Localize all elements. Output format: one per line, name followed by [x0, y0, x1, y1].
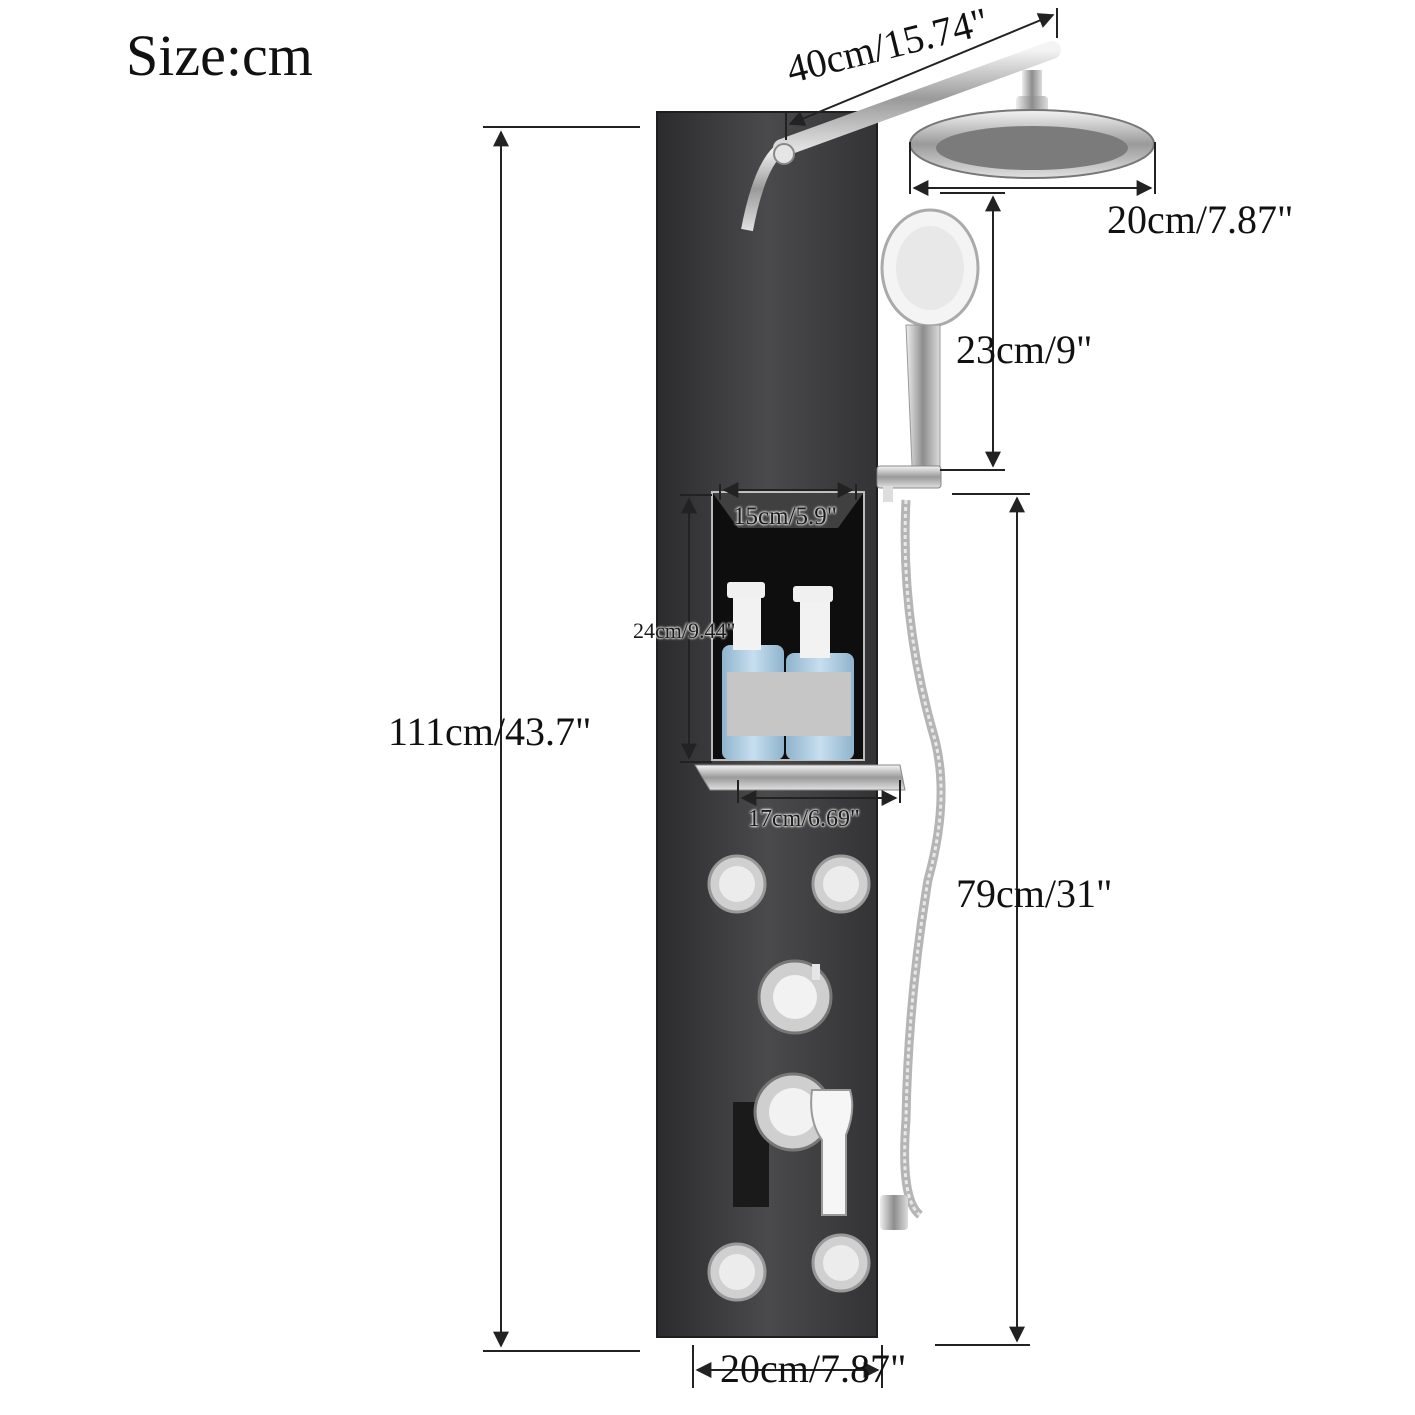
tray-width-label: 17cm/6.69": [748, 806, 860, 832]
handheld-shower-icon: [876, 208, 980, 1230]
shelf-width-label: 15cm/5.9": [733, 503, 837, 530]
lower-height-label: 79cm/31": [956, 871, 1113, 916]
handheld-length-label: 23cm/9": [956, 327, 1093, 372]
shelf-height-label: 24cm/9.44": [633, 618, 736, 643]
overhead-diameter-label: 20cm/7.87": [1107, 197, 1294, 242]
body-jet-icons: [707, 854, 871, 1302]
shelf-tray: [694, 764, 906, 791]
rain-shower-head-icon: [909, 96, 1155, 179]
shampoo-bottle-right-icon: [727, 586, 854, 760]
size-unit-title: Size:cm: [126, 23, 313, 88]
dimension-lines: [483, 8, 1156, 1388]
panel-width-label: 20cm/7.87": [720, 1346, 907, 1391]
mixer-handle-icon: [733, 1072, 854, 1216]
temperature-knob-icon: [757, 959, 833, 1035]
panel-height-label: 111cm/43.7": [388, 709, 592, 754]
